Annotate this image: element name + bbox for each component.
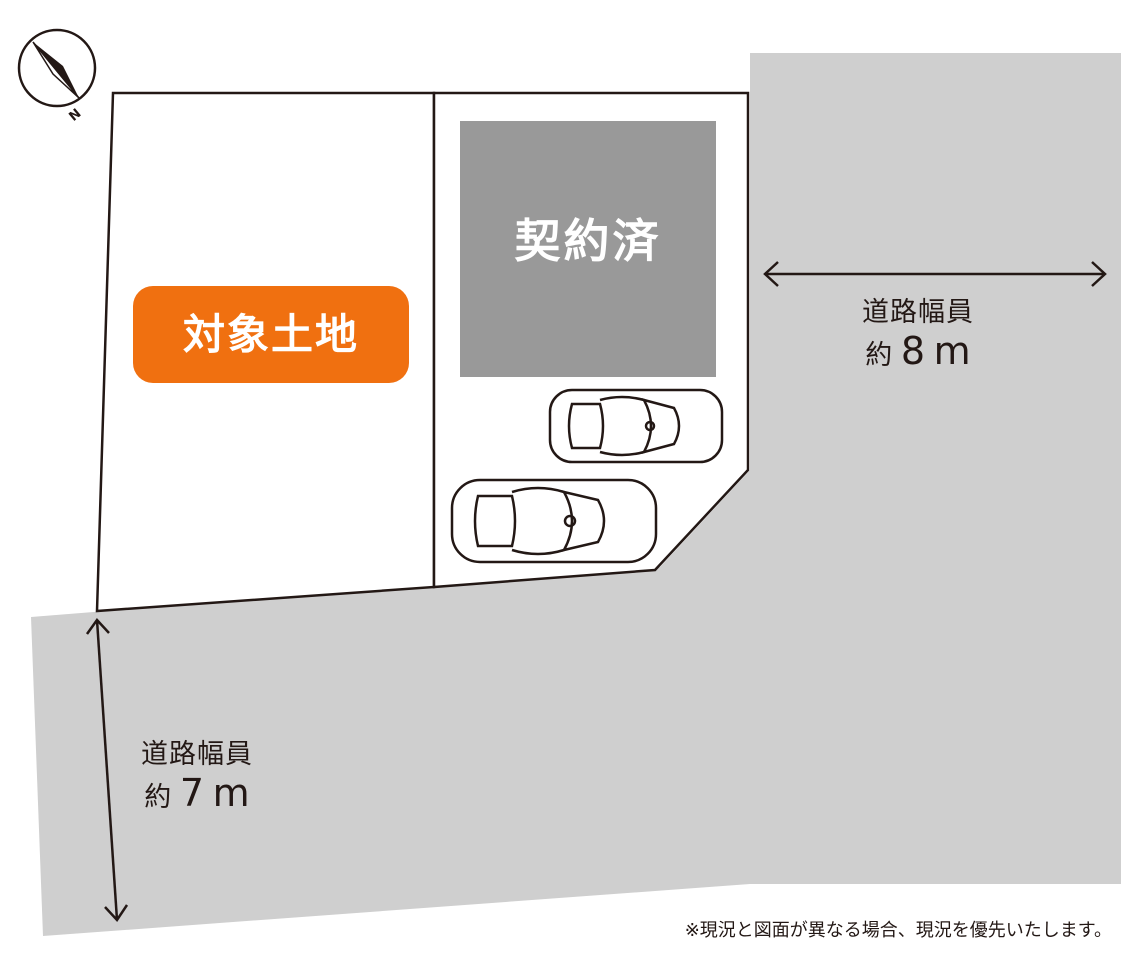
contracted-label: 契約済 — [514, 214, 662, 268]
east-road-name: 道路幅員 — [862, 297, 974, 328]
south-road — [31, 470, 750, 936]
east-road-prefix: 約 — [865, 340, 893, 371]
target-land-badge: 対象土地 — [133, 286, 409, 383]
south-road-width: 約 7 m — [97, 771, 297, 815]
contracted-building — [460, 121, 716, 377]
disclaimer-note: ※現況と図面が異なる場合、現況を優先いたします。 — [684, 920, 1112, 941]
double-arrow-icon — [763, 261, 1107, 287]
east-road-unit: m — [933, 329, 971, 373]
car-icon — [548, 388, 724, 464]
east-road-label: 道路幅員 約 8 m — [818, 290, 1018, 373]
south-road-prefix: 約 — [144, 782, 172, 813]
east-road — [750, 53, 1121, 884]
south-road-value: 7 — [179, 771, 205, 815]
south-road-unit: m — [212, 771, 250, 815]
car-icon — [450, 478, 658, 564]
east-road-width: 約 8 m — [818, 329, 1018, 373]
south-road-name: 道路幅員 — [141, 739, 253, 770]
south-road-label: 道路幅員 約 7 m — [97, 732, 297, 815]
east-road-value: 8 — [900, 329, 926, 373]
compass-icon — [17, 28, 97, 108]
double-arrow-icon — [85, 618, 129, 923]
